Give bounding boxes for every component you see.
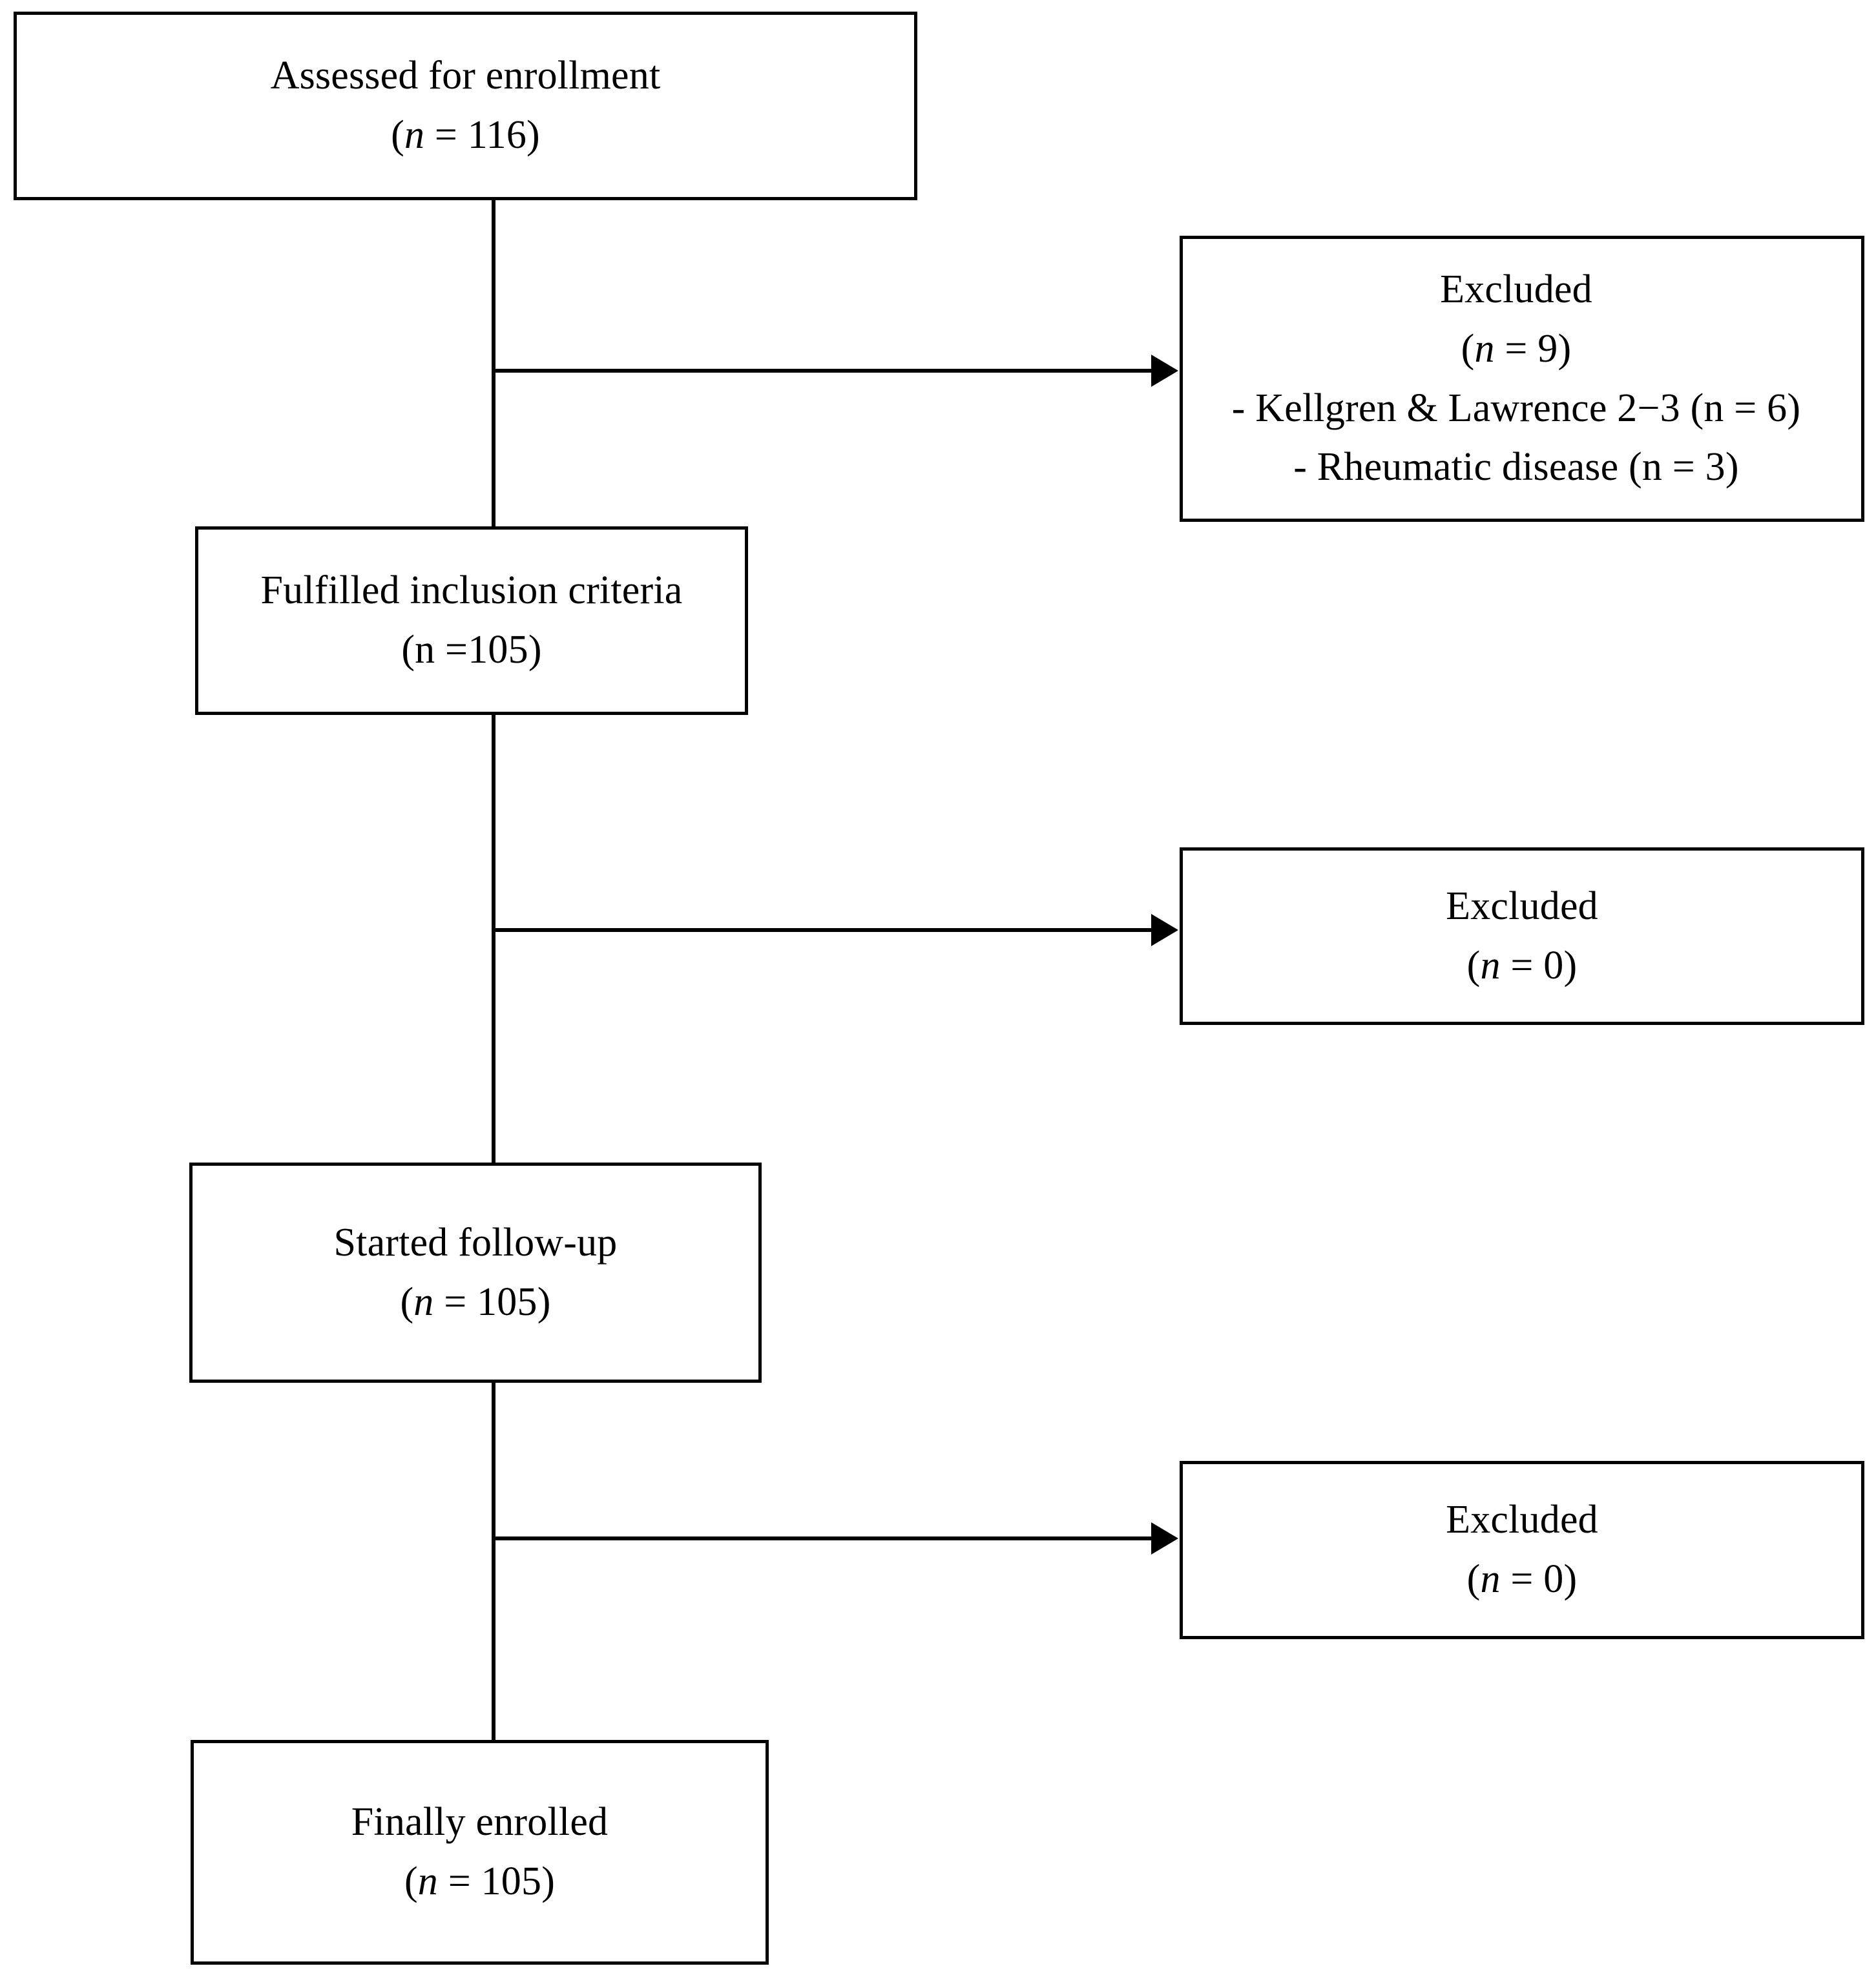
- node-text-block: Excluded (n = 9) - Kellgren & Lawrence 2…: [1232, 260, 1812, 497]
- node-text-block: Started follow-up (n = 105): [333, 1214, 617, 1332]
- node-reason-rheumatic-disease: - Rheumatic disease (n = 3): [1293, 445, 1739, 490]
- arrowhead-right-icon: [1151, 914, 1178, 946]
- node-count: (n = 0): [1466, 1557, 1578, 1601]
- node-count: (n = 105): [404, 1859, 556, 1903]
- node-count-value: 105: [481, 1859, 542, 1903]
- node-text-block: Excluded (n = 0): [1446, 1491, 1598, 1609]
- node-assessed-for-enrollment: Assessed for enrollment (n = 116): [14, 12, 917, 200]
- arrowhead-right-icon: [1151, 355, 1178, 387]
- node-count-value: 105: [477, 1279, 537, 1324]
- node-count: (n = 0): [1466, 943, 1578, 988]
- connector-assessed-to-excluded-1: [492, 369, 1153, 373]
- node-title: Excluded: [1440, 267, 1592, 311]
- node-text-block: Finally enrolled (n = 105): [351, 1793, 609, 1912]
- node-reason-kellgren-lawrence: - Kellgren & Lawrence 2−3 (n = 6): [1231, 386, 1801, 430]
- arrowhead-right-icon: [1151, 1522, 1178, 1555]
- node-text-block: Excluded (n = 0): [1446, 877, 1598, 996]
- node-count: (n = 9): [1461, 326, 1572, 371]
- node-count-value: 0: [1543, 943, 1564, 988]
- node-count-value: 0: [1543, 1557, 1564, 1601]
- node-count: (n =105): [401, 628, 542, 672]
- node-title: Assessed for enrollment: [270, 54, 661, 98]
- node-excluded-second: Excluded (n = 0): [1180, 847, 1864, 1025]
- node-count-value: 9: [1537, 326, 1558, 371]
- node-finally-enrolled: Finally enrolled (n = 105): [191, 1740, 769, 1965]
- connector-fulfilled-to-excluded-2: [492, 928, 1153, 932]
- node-fulfilled-inclusion-criteria: Fulfilled inclusion criteria (n =105): [195, 526, 748, 715]
- node-count: (n = 116): [391, 113, 540, 157]
- node-started-follow-up: Started follow-up (n = 105): [189, 1163, 762, 1383]
- node-title: Excluded: [1446, 884, 1598, 928]
- node-text-block: Fulfilled inclusion criteria (n =105): [261, 561, 683, 680]
- connector-fulfilled-to-followup: [492, 710, 495, 1166]
- connector-followup-to-excluded-3: [492, 1536, 1153, 1540]
- node-count: (n = 105): [400, 1279, 551, 1324]
- node-title: Started follow-up: [333, 1220, 618, 1265]
- node-title: Finally enrolled: [351, 1800, 609, 1845]
- node-excluded-first: Excluded (n = 9) - Kellgren & Lawrence 2…: [1180, 236, 1864, 522]
- node-title: Fulfilled inclusion criteria: [260, 568, 683, 613]
- node-count-value: 116: [467, 113, 527, 157]
- connector-followup-to-enrolled: [492, 1379, 495, 1744]
- node-excluded-third: Excluded (n = 0): [1180, 1461, 1864, 1639]
- connector-assessed-to-fulfilled: [492, 197, 495, 530]
- node-text-block: Assessed for enrollment (n = 116): [271, 47, 661, 165]
- node-title: Excluded: [1446, 1498, 1598, 1542]
